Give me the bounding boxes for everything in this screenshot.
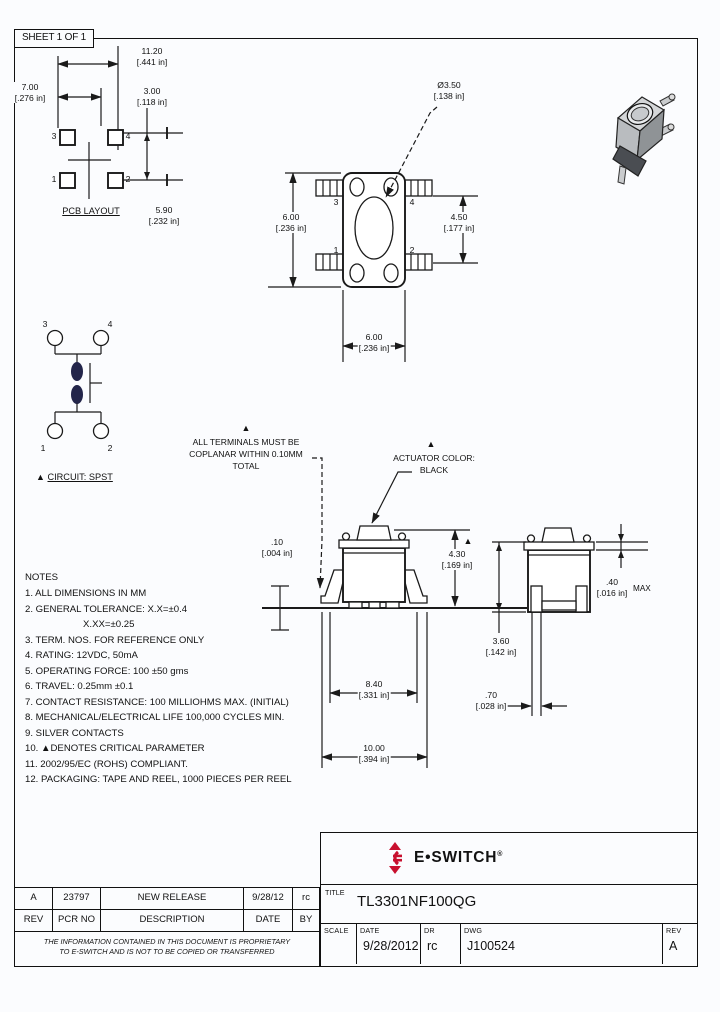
note-item: 5. OPERATING FORCE: 100 ±50 gms bbox=[25, 665, 189, 677]
revision-header-pcr: PCR NO bbox=[53, 910, 101, 931]
revision-letter: A bbox=[669, 939, 678, 953]
revision-header-description: DESCRIPTION bbox=[101, 910, 244, 931]
side-view-drawing bbox=[492, 524, 648, 716]
revision-by: rc bbox=[302, 892, 310, 903]
pcb-pin-2: 2 bbox=[125, 174, 131, 184]
part-number: TL3301NF100QG bbox=[357, 893, 477, 910]
revision-description: NEW RELEASE bbox=[101, 888, 244, 909]
circuit-pin-3: 3 bbox=[42, 319, 48, 329]
dim-sideview-lead-width: .70[.028 in] bbox=[474, 690, 508, 712]
circuit-type-label: ▲ CIRCUIT: SPST bbox=[36, 472, 113, 482]
revision-rev: A bbox=[15, 888, 53, 909]
notes-title: NOTES bbox=[25, 572, 59, 583]
pcb-pin-3: 3 bbox=[51, 131, 57, 141]
dim-pcb-x: 7.00[.276 in] bbox=[13, 82, 47, 104]
front-view-drawing bbox=[262, 525, 527, 768]
topview-pin-3: 3 bbox=[333, 197, 339, 207]
note-item: 4. RATING: 12VDC, 50mA bbox=[25, 650, 138, 661]
topview-pin-2: 2 bbox=[409, 245, 415, 255]
title-block-logo-row: E•SWITCH® bbox=[321, 833, 697, 885]
dim-frontview-feet-span: 8.40[.331 in] bbox=[357, 679, 391, 701]
circuit-pin-2: 2 bbox=[107, 443, 113, 453]
dim-frontview-overall-span: 10.00[.394 in] bbox=[357, 743, 391, 765]
drawing-date: 9/28/2012 bbox=[363, 939, 419, 953]
title-block-bottom-row: SCALE DATE 9/28/2012 DR rc DWG J100524 R… bbox=[321, 924, 697, 964]
note-item: 10. ▲DENOTES CRITICAL PARAMETER bbox=[25, 743, 205, 754]
revision-table: A 23797 NEW RELEASE 9/28/12 rc REV PCR N… bbox=[14, 887, 320, 967]
revision-header-date: DATE bbox=[244, 910, 293, 931]
note-item: 9. SILVER CONTACTS bbox=[25, 727, 124, 739]
revision-header-row: REV PCR NO DESCRIPTION DATE BY bbox=[15, 910, 319, 932]
circuit-diagram bbox=[46, 329, 110, 440]
critical-parameter-icon: ▲ bbox=[463, 536, 473, 546]
coplanar-note: ALL TERMINALS MUST BE COPLANAR WITHIN 0.… bbox=[189, 437, 303, 471]
dim-topview-height: 6.00[.236 in] bbox=[274, 212, 308, 234]
top-view-drawing bbox=[268, 106, 478, 362]
dim-frontview-coplanarity: .10[.004 in] bbox=[260, 537, 294, 559]
pcb-layout-drawing bbox=[57, 46, 183, 199]
revision-pcr-no: 23797 bbox=[53, 888, 101, 909]
date-cell: DATE 9/28/2012 bbox=[357, 924, 421, 964]
brand-logo: E•SWITCH® bbox=[383, 842, 503, 874]
circuit-pin-1: 1 bbox=[40, 443, 46, 453]
note-item: 2. GENERAL TOLERANCE: X.X=±0.4 bbox=[25, 603, 188, 615]
note-item: 12. PACKAGING: TAPE AND REEL, 1000 PIECE… bbox=[25, 774, 292, 785]
critical-parameter-icon: ▲ bbox=[36, 472, 45, 482]
dim-frontview-height: 4.30[.169 in] bbox=[440, 549, 474, 571]
notes-section: NOTES 1. ALL DIMENSIONS IN MM 2. GENERAL… bbox=[25, 570, 292, 788]
revision-date: 9/28/12 bbox=[244, 888, 293, 909]
circuit-pin-4: 4 bbox=[107, 319, 113, 329]
dim-pcb-width: 11.20[.441 in] bbox=[135, 46, 169, 68]
note-item: 8. MECHANICAL/ELECTRICAL LIFE 100,000 CY… bbox=[25, 712, 285, 723]
revision-header-by: BY bbox=[299, 914, 313, 925]
title-block-title-row: TITLE TL3301NF100QG bbox=[321, 885, 697, 924]
dim-topview-width: 6.00[.236 in] bbox=[357, 332, 391, 354]
topview-pin-1: 1 bbox=[333, 245, 339, 255]
switch-3d-render bbox=[612, 93, 676, 185]
dim-sideview-bezel: .40[.016 in] bbox=[595, 577, 629, 599]
note-item: 7. CONTACT RESISTANCE: 100 MILLIOHMS MAX… bbox=[25, 696, 289, 708]
note-item: X.XX=±0.25 bbox=[83, 619, 135, 630]
revision-row: A 23797 NEW RELEASE 9/28/12 rc bbox=[15, 888, 319, 910]
critical-parameter-icon: ▲ bbox=[241, 423, 251, 433]
drawing-number: J100524 bbox=[467, 939, 515, 953]
dim-topview-pitch: 4.50[.177 in] bbox=[442, 212, 476, 234]
scale-cell: SCALE bbox=[321, 924, 357, 964]
dim-sideview-body-height: 3.60[.142 in] bbox=[484, 636, 518, 658]
note-item: 1. ALL DIMENSIONS IN MM bbox=[25, 588, 147, 599]
rev-cell: REV A bbox=[666, 926, 682, 953]
callout-leaders bbox=[312, 457, 412, 589]
brand-name: E•SWITCH® bbox=[414, 849, 504, 866]
dwg-cell: DWG J100524 bbox=[461, 924, 663, 964]
drafter-initials: rc bbox=[427, 939, 438, 953]
note-item: 3. TERM. NOS. FOR REFERENCE ONLY bbox=[25, 634, 205, 646]
dim-pcb-y: 3.00[.118 in] bbox=[136, 86, 168, 108]
title-block: E•SWITCH® TITLE TL3301NF100QG SCALE DATE… bbox=[320, 832, 698, 967]
registered-mark: ® bbox=[497, 850, 504, 858]
note-item: 6. TRAVEL: 0.25mm ±0.1 bbox=[25, 681, 134, 692]
pcb-pin-1: 1 bbox=[51, 174, 57, 184]
dim-pcb-pitch: 5.90[.232 in] bbox=[147, 205, 181, 227]
actuator-color-note: ACTUATOR COLOR: BLACK bbox=[393, 453, 475, 475]
dim-topview-diameter: Ø3.50[.138 in] bbox=[432, 80, 466, 102]
critical-parameter-icon: ▲ bbox=[426, 439, 436, 449]
sheet-label: SHEET 1 OF 1 bbox=[14, 29, 94, 48]
title-label: TITLE bbox=[325, 888, 345, 897]
pcb-layout-label: PCB LAYOUT bbox=[62, 206, 120, 216]
proprietary-notice: THE INFORMATION CONTAINED IN THIS DOCUME… bbox=[43, 937, 291, 956]
pcb-pin-4: 4 bbox=[125, 131, 131, 141]
dim-sideview-bezel-max: MAX bbox=[633, 584, 651, 593]
note-item: 11. 2002/95/EC (ROHS) COMPLIANT. bbox=[25, 758, 188, 770]
topview-pin-4: 4 bbox=[409, 197, 415, 207]
eswitch-logo-icon bbox=[389, 842, 402, 874]
revision-header-rev: REV bbox=[15, 910, 53, 931]
dr-cell: DR rc bbox=[421, 924, 461, 964]
